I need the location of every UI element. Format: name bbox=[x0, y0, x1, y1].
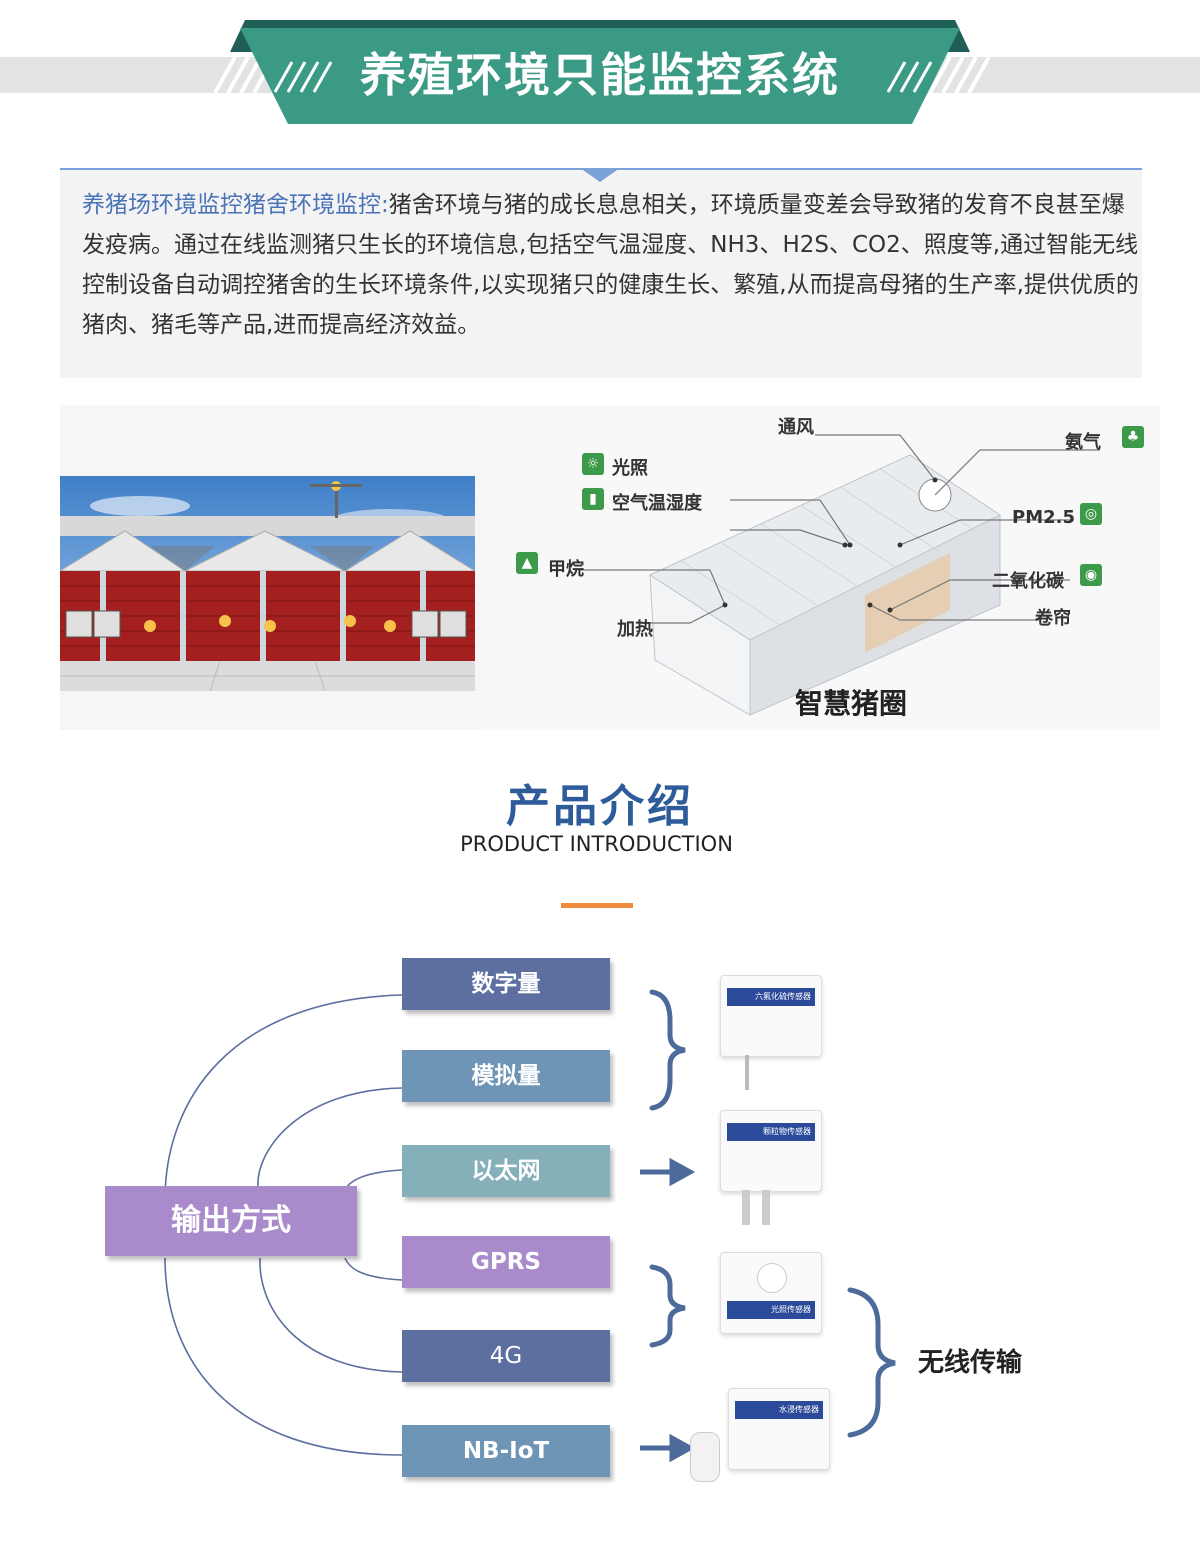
label-ammonia: 氨气 bbox=[1065, 432, 1101, 453]
sensor-light-label: 光照传感器 bbox=[727, 1301, 815, 1319]
sensor-particulate-probe-1 bbox=[742, 1190, 750, 1225]
light-icon: ☼ bbox=[582, 453, 604, 475]
header-banner bbox=[213, 20, 991, 124]
ammonia-icon: ♣ bbox=[1122, 426, 1144, 448]
sensor-sf6-label: 六氟化硫传感器 bbox=[727, 988, 815, 1006]
label-curtain: 卷帘 bbox=[1035, 608, 1071, 629]
output-connector-lines bbox=[164, 989, 896, 1463]
pig-barn-illustration bbox=[60, 476, 475, 691]
sensor-water-leak: 水浸传感器 bbox=[728, 1388, 830, 1470]
output-gprs: GPRS bbox=[402, 1236, 610, 1288]
output-digital: 数字量 bbox=[402, 958, 610, 1010]
output-hub: 输出方式 bbox=[105, 1186, 357, 1256]
sensor-water-leak-label: 水浸传感器 bbox=[735, 1401, 823, 1419]
pm25-icon: ◎ bbox=[1080, 503, 1102, 525]
intro-notch bbox=[580, 168, 620, 182]
water-probe bbox=[690, 1432, 720, 1482]
intro-body: 猪舍环境与猪的成长息息相关，环境质量变差会导致猪的发育不良甚至爆发疫病。通过在线… bbox=[82, 192, 1139, 338]
label-methane: 甲烷 bbox=[548, 559, 584, 580]
sensor-particulate: 颗粒物传感器 bbox=[720, 1110, 822, 1192]
output-nbiot: NB-IoT bbox=[402, 1425, 610, 1477]
output-ethernet: 以太网 bbox=[402, 1145, 610, 1197]
label-co2: 二氧化碳 bbox=[992, 571, 1064, 592]
thermometer-icon: ▮ bbox=[582, 488, 604, 510]
section-divider bbox=[561, 903, 633, 908]
output-analog: 模拟量 bbox=[402, 1050, 610, 1102]
label-pm25: PM2.5 bbox=[1012, 507, 1075, 528]
diagram-caption: 智慧猪圈 bbox=[795, 687, 908, 720]
label-heating: 加热 bbox=[617, 619, 653, 640]
section-title: 产品介绍 bbox=[506, 781, 694, 832]
output-4g: 4G bbox=[402, 1330, 610, 1382]
smart-pen-diagram bbox=[480, 405, 1160, 730]
sensor-particulate-probe-2 bbox=[762, 1190, 770, 1225]
label-light: 光照 bbox=[612, 458, 648, 479]
wireless-label: 无线传输 bbox=[918, 1348, 1023, 1378]
sensor-sf6: 六氟化硫传感器 bbox=[720, 975, 822, 1057]
intro-text: 养猪场环境监控猪舍环境监控:猪舍环境与猪的成长息息相关，环境质量变差会导致猪的发… bbox=[82, 185, 1142, 345]
sensor-light: 光照传感器 bbox=[720, 1252, 822, 1334]
sensor-light-dome bbox=[757, 1263, 787, 1293]
sensor-particulate-label: 颗粒物传感器 bbox=[727, 1123, 815, 1141]
label-air-temp-humidity: 空气温湿度 bbox=[612, 493, 702, 514]
methane-icon: ▲ bbox=[516, 552, 538, 574]
intro-lead: 养猪场环境监控猪舍环境监控: bbox=[82, 192, 389, 218]
sensor-sf6-probe bbox=[745, 1055, 749, 1090]
page-title: 养殖环境只能监控系统 bbox=[360, 48, 840, 102]
section-subtitle: PRODUCT INTRODUCTION bbox=[460, 832, 733, 856]
label-ventilation: 通风 bbox=[778, 417, 814, 438]
co2-icon: ◉ bbox=[1080, 564, 1102, 586]
